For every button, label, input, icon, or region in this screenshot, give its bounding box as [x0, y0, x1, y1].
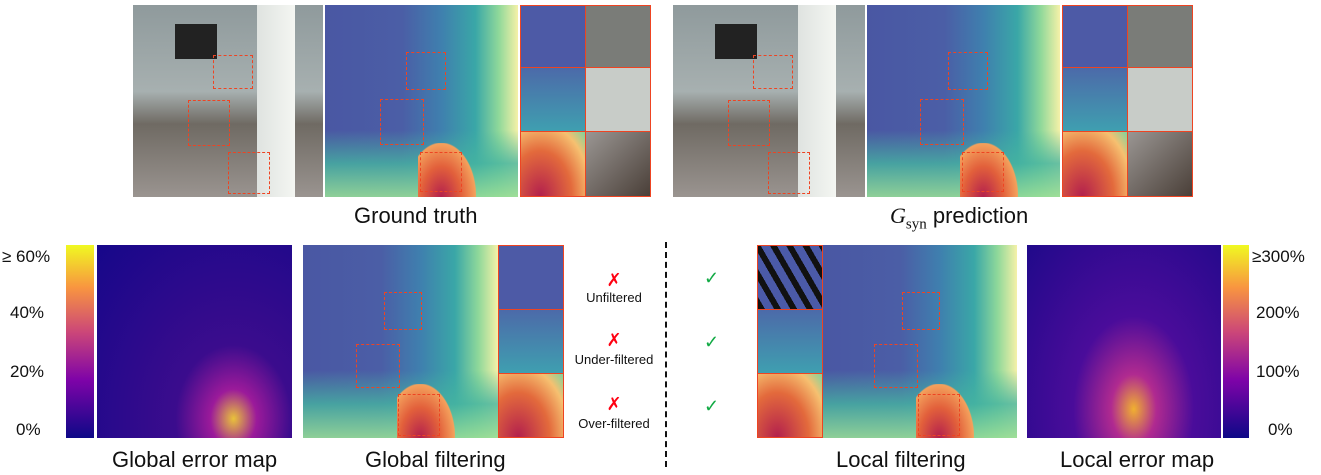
cross-icon: ✗: [606, 330, 622, 350]
highlight-box: [188, 100, 230, 146]
zoom-crop: [1127, 5, 1193, 68]
colorbar-tick: ≥ 60%: [2, 247, 51, 266]
colorbar-tick: 200%: [1256, 303, 1300, 322]
zoom-crop: [585, 67, 651, 132]
highlight-box: [384, 292, 422, 330]
zoom-crop: [1127, 131, 1193, 197]
highlight-box: [380, 99, 424, 145]
zoom-crop: [520, 131, 586, 197]
caption-global-error-map: Global error map: [112, 447, 278, 472]
zoom-crop: [585, 5, 651, 68]
highlight-box: [920, 99, 964, 145]
row-label-under-filtered: Under-filtered: [574, 352, 654, 367]
zoom-crop: [498, 245, 564, 310]
caption-subscript: syn: [905, 216, 927, 233]
colorbar-tick: 20%: [10, 362, 45, 381]
zoom-crop: [498, 309, 564, 374]
highlight-box: [874, 344, 918, 388]
local-error-map-image: [1027, 245, 1221, 438]
highlight-box: [228, 152, 270, 194]
colorbar-tick: 100%: [1256, 362, 1300, 381]
caption-local-error-map: Local error map: [1060, 447, 1215, 472]
check-icon: ✓: [704, 396, 720, 416]
highlight-box: [962, 152, 1004, 192]
highlight-box: [902, 292, 940, 330]
zoom-crop: [757, 245, 823, 310]
row-label-unfiltered: Unfiltered: [586, 290, 642, 305]
check-icon: ✓: [704, 332, 720, 352]
highlight-box: [420, 152, 462, 192]
zoom-crop: [757, 309, 823, 374]
caption-symbol: G: [890, 203, 906, 228]
colorbar-tick: 40%: [10, 303, 45, 322]
highlight-box: [728, 100, 770, 146]
colorbar-tick: ≥300%: [1252, 247, 1305, 266]
row-label-over-filtered: Over-filtered: [578, 416, 650, 431]
check-icon: ✓: [704, 268, 720, 288]
highlight-box: [753, 55, 793, 89]
zoom-crop: [1062, 67, 1128, 132]
caption-global-filtering: Global filtering: [365, 447, 506, 472]
cross-icon: ✗: [606, 394, 622, 414]
colorbar: [1223, 245, 1249, 438]
zoom-crop: [1062, 131, 1128, 197]
global-error-map-image: [97, 245, 292, 438]
zoom-crop: [520, 5, 586, 68]
caption-ground-truth: Ground truth: [354, 203, 478, 228]
zoom-crop: [520, 67, 586, 132]
colorbar-tick: 0%: [16, 420, 41, 439]
highlight-box: [398, 394, 440, 436]
highlight-box: [768, 152, 810, 194]
global-filtering-depth: [303, 245, 498, 439]
highlight-box: [356, 344, 400, 388]
cross-icon: ✗: [606, 270, 622, 290]
caption-rest: prediction: [926, 203, 1029, 228]
caption-gsyn-prediction: Gsyn prediction: [890, 203, 1028, 233]
colorbar: [66, 245, 94, 438]
local-filtering-depth: [823, 245, 1017, 439]
zoom-crop: [1062, 5, 1128, 68]
zoom-crop: [498, 373, 564, 438]
highlight-box: [213, 55, 253, 89]
zoom-crop: [1127, 67, 1193, 132]
highlight-box: [918, 394, 960, 436]
gt-depth-map: [325, 5, 518, 197]
highlight-box: [948, 52, 988, 90]
zoom-crop: [585, 131, 651, 197]
colorbar-tick: 0%: [1268, 420, 1293, 439]
caption-local-filtering: Local filtering: [836, 447, 966, 472]
zoom-crop: [757, 373, 823, 438]
highlight-box: [406, 52, 446, 90]
divider-dashed: [665, 242, 667, 467]
